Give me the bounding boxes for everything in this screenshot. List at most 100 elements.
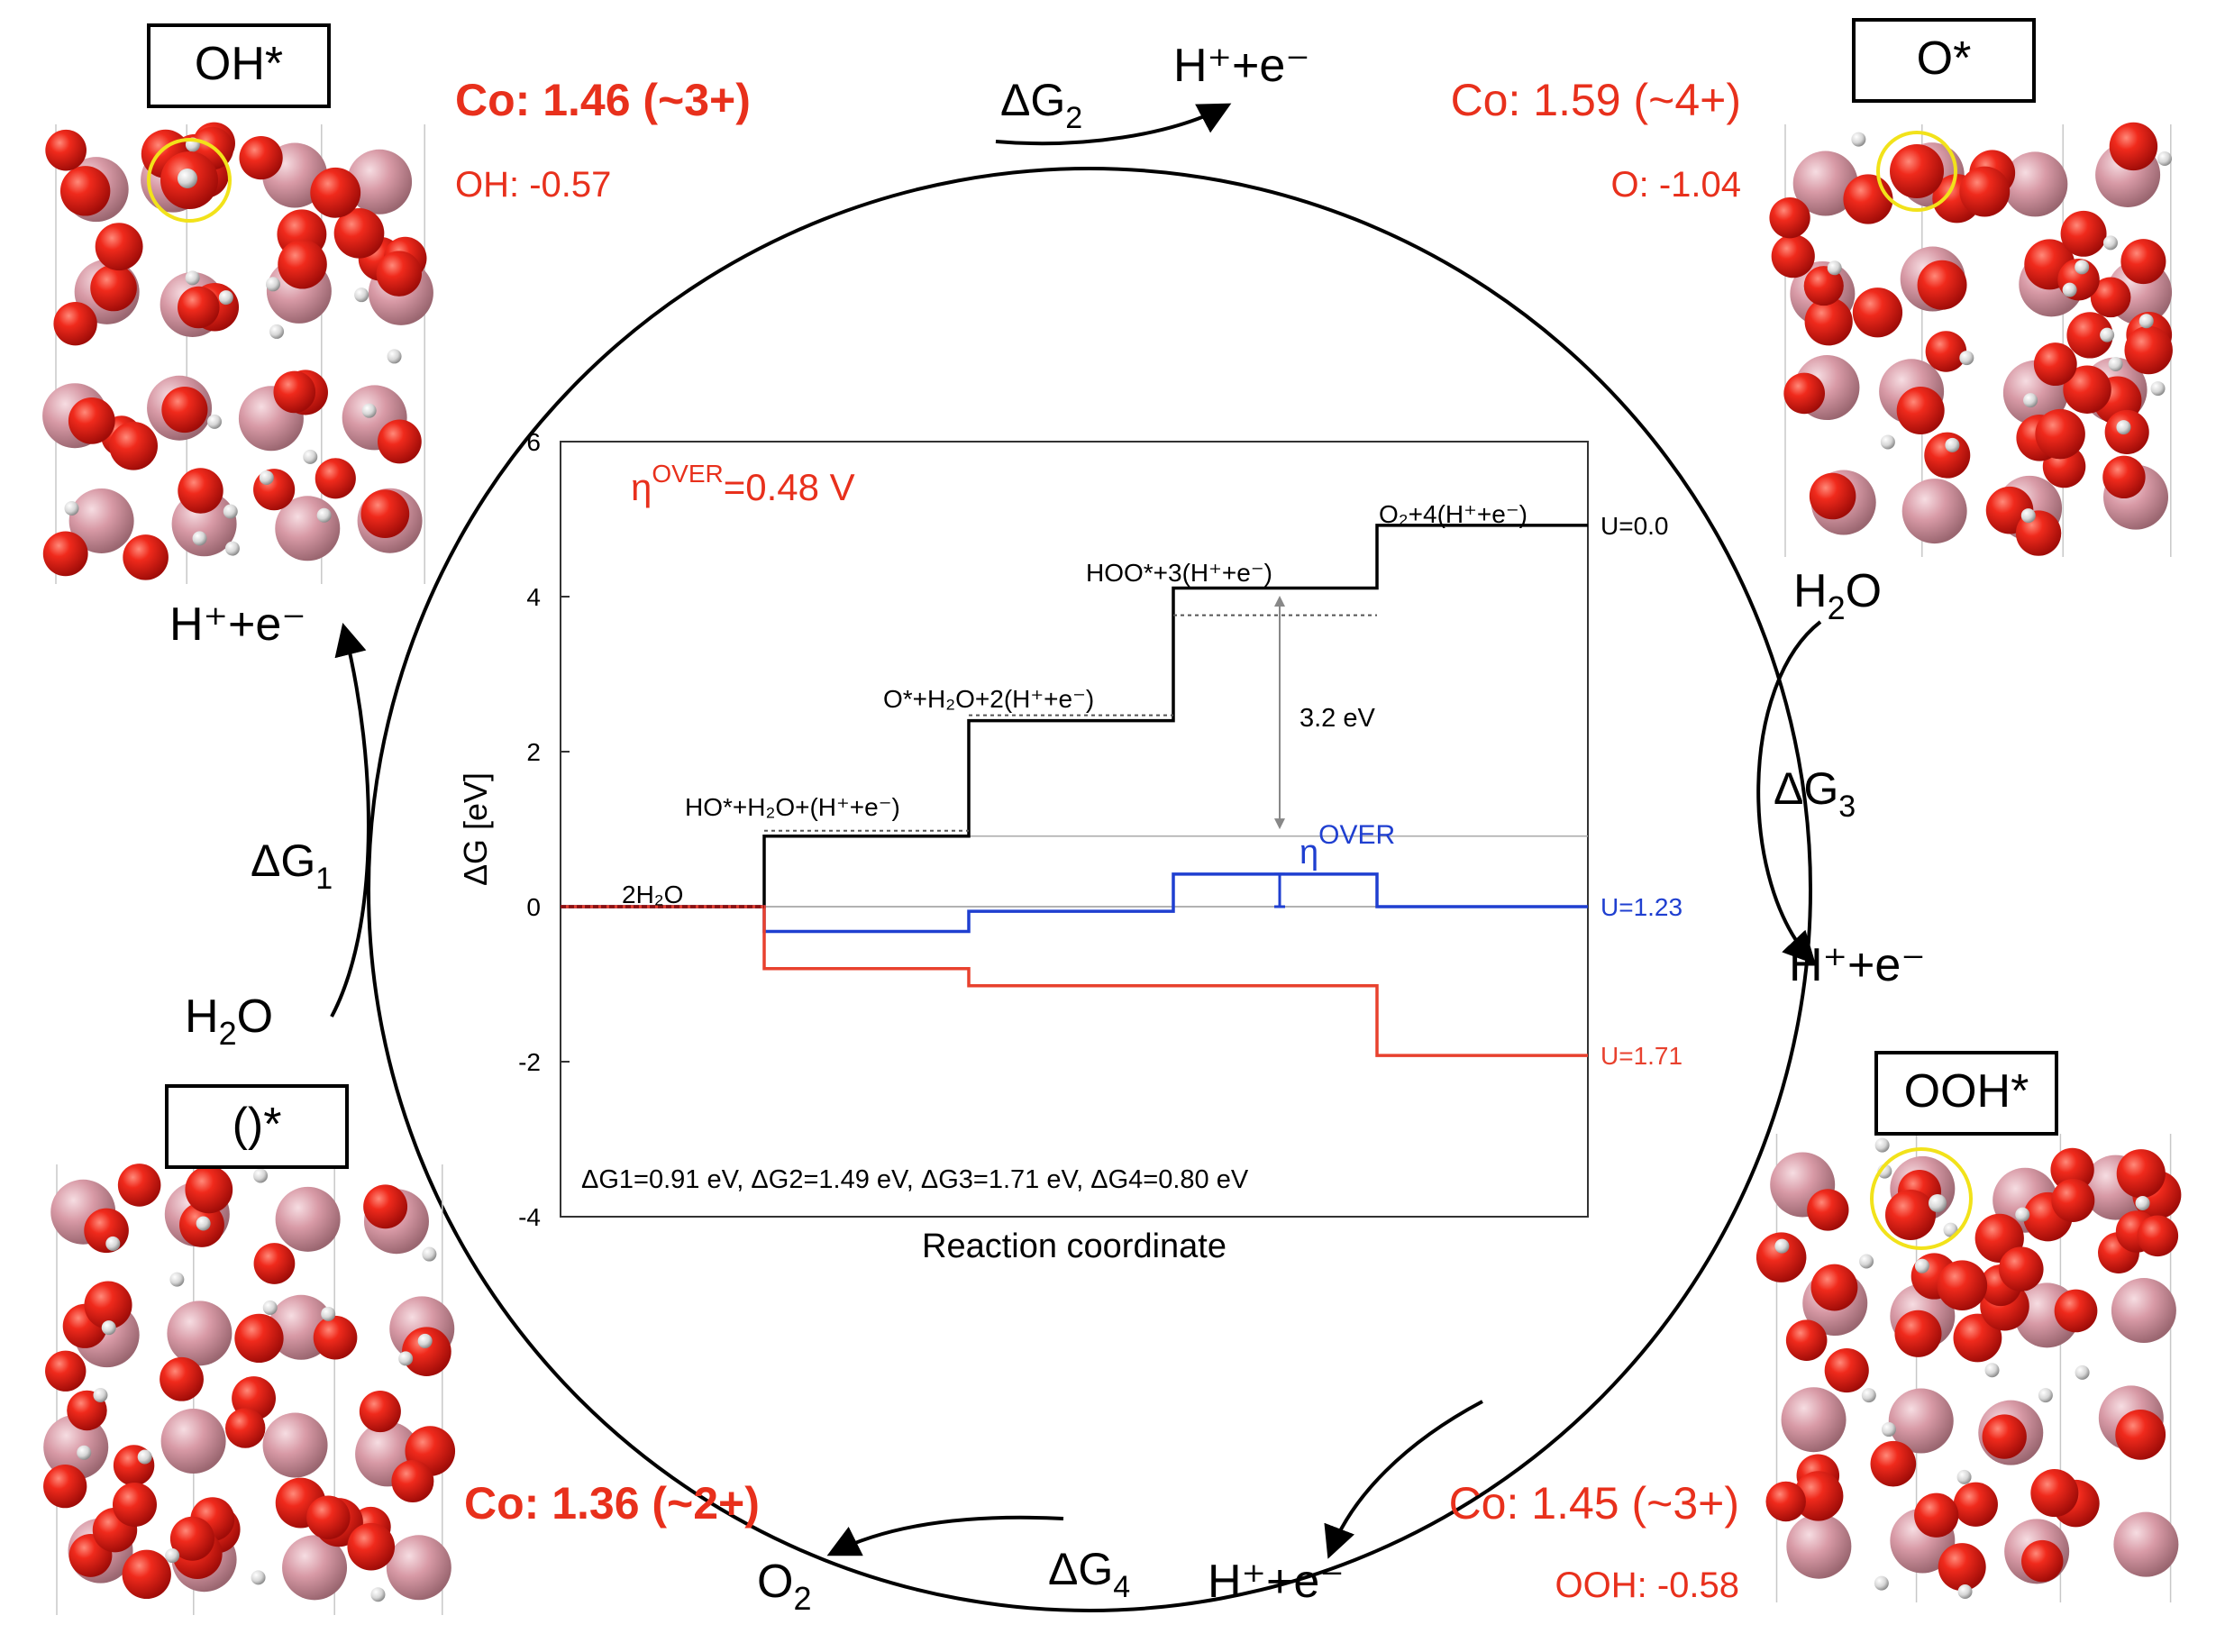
o-atom: [1924, 432, 1971, 479]
label-box-empty: ()*: [165, 1084, 349, 1169]
o-atom: [1755, 1232, 1807, 1282]
o-atom: [1765, 1481, 1806, 1522]
oh-adsorbate: [147, 138, 232, 223]
o-atom: [2137, 1215, 2179, 1257]
o-atom: [1959, 166, 2011, 217]
o-atom: [2090, 277, 2131, 318]
h-atom: [1959, 351, 1974, 366]
h-atom: [253, 1168, 269, 1183]
co-atom: [1786, 1513, 1852, 1579]
oh-highlight-ring: [147, 138, 232, 223]
y-tick-label: 4: [526, 583, 541, 611]
water-label-right: H2O: [1793, 565, 1882, 626]
dg4-label: ΔG4: [1048, 1544, 1130, 1604]
o-atom: [1982, 1414, 2027, 1459]
h-atom: [387, 349, 402, 364]
series-line-1: [561, 524, 1588, 908]
o-atom: [359, 1391, 401, 1433]
label-box-oh: OH*: [147, 23, 331, 108]
h-atom: [64, 501, 79, 516]
series-label-3: U=1.71: [1600, 1042, 1683, 1070]
eta-marker-label: ηOVER: [1300, 820, 1395, 872]
h-atom: [259, 470, 274, 485]
h-atom: [165, 1548, 180, 1564]
o-atom: [1785, 1319, 1828, 1361]
h-atom: [192, 531, 207, 546]
h-atom: [224, 541, 240, 556]
h-atom: [218, 290, 233, 306]
ooh-adsorbate: [1870, 1147, 1973, 1250]
label-box-ooh: OOH*: [1874, 1051, 2058, 1136]
h-atom: [370, 1587, 386, 1602]
o-atom: [310, 167, 361, 218]
arrow-dg1: [330, 623, 370, 1018]
o-atom: [185, 1165, 233, 1214]
o-atom: [2124, 325, 2173, 375]
o-atom: [1917, 260, 1967, 310]
step-label: 2H₂O: [622, 881, 683, 908]
o-atom: [306, 1495, 351, 1539]
h-atom: [265, 277, 280, 292]
o-atom: [1852, 288, 1903, 338]
h-atom: [2062, 282, 2077, 297]
o-atom: [1771, 234, 1815, 278]
h-atom: [2023, 393, 2038, 408]
o-atom: [112, 1483, 157, 1528]
overpotential-annotation: ηOVER=0.48 V: [631, 460, 855, 508]
o-atom: [45, 129, 87, 171]
o-atom: [253, 1243, 296, 1284]
h-atom: [316, 507, 332, 523]
arrow-dg4-proton: [1324, 1400, 1483, 1559]
h-atom: [223, 504, 238, 519]
o-atom: [84, 1281, 132, 1329]
o-atom: [178, 286, 220, 329]
h-atom: [1859, 1254, 1874, 1269]
dg2-label: ΔG2: [1000, 75, 1082, 135]
o-atom: [123, 534, 169, 580]
o-atom: [391, 1460, 434, 1502]
h-atom: [1774, 1238, 1790, 1254]
o-atom: [2054, 1289, 2098, 1333]
o-atom: [360, 489, 410, 538]
series-label-1: U=0.0: [1600, 512, 1669, 540]
o-atom: [45, 1350, 87, 1392]
o-atom: [273, 370, 316, 414]
o-atom: [1803, 266, 1844, 306]
chart-step-labels: 2H₂OHO*+H₂O+(H⁺+e⁻)O*+H₂O+2(H⁺+e⁻)HOO*+3…: [622, 500, 1527, 908]
arrow-dg4-o2: [826, 1515, 1064, 1556]
dg1-label: ΔG1: [251, 835, 333, 896]
o-atom: [2060, 210, 2107, 257]
h-atom: [2116, 420, 2131, 435]
o-atom: [1843, 174, 1893, 224]
oh-co-charge: Co: 1.46 (~3+): [455, 75, 751, 125]
o-atom: [1999, 1246, 2044, 1291]
oh-ads-charge: OH: -0.57: [455, 165, 611, 205]
proton-label-bottom: H⁺+e⁻: [1208, 1556, 1345, 1608]
h-atom: [1956, 1469, 1972, 1484]
h-atom: [251, 1570, 266, 1585]
o-atom: [169, 1516, 214, 1561]
co-atom: [275, 1186, 341, 1252]
y-tick-label: -4: [518, 1203, 541, 1231]
h-atom: [2157, 151, 2173, 167]
dg3-label: ΔG3: [1774, 763, 1856, 824]
o-atom: [1953, 1313, 2002, 1363]
h-atom: [1984, 1363, 2000, 1378]
series-line-3: [561, 905, 1588, 1057]
o-atom: [2066, 312, 2113, 359]
h-atom: [2038, 1388, 2053, 1403]
co-atom: [282, 1535, 348, 1601]
o-atom: [1810, 1264, 1858, 1311]
o-atom: [2102, 455, 2146, 499]
h-atom: [1851, 132, 1866, 147]
o-atom: [333, 207, 385, 259]
h-atom: [2020, 508, 2036, 524]
co-atom: [167, 1301, 233, 1366]
co-atom: [43, 1414, 109, 1480]
o-atom: [278, 239, 327, 289]
o-atom: [377, 419, 422, 464]
h-atom: [269, 324, 285, 339]
label-box-o: O*: [1852, 18, 2036, 103]
y-tick-label: 0: [526, 893, 541, 921]
step-label: HOO*+3(H⁺+e⁻): [1086, 559, 1272, 587]
